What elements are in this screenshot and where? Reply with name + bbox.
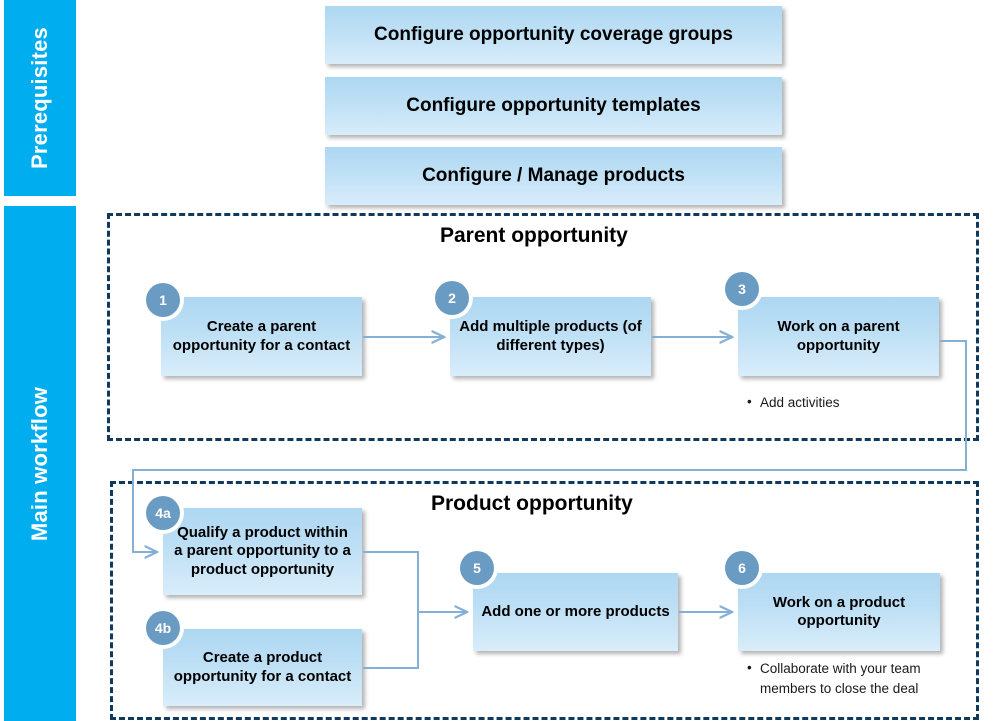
step-box-qualify-product[interactable]: Qualify a product within a parent opport… bbox=[163, 508, 362, 595]
step-label: Add multiple products (of different type… bbox=[459, 318, 642, 354]
band-prerequisites: Prerequisites bbox=[4, 0, 76, 196]
band-prerequisites-label: Prerequisites bbox=[27, 26, 53, 170]
prerequisite-label: Configure opportunity templates bbox=[406, 95, 701, 117]
prerequisite-box-opportunity-templates[interactable]: Configure opportunity templates bbox=[325, 77, 782, 135]
prerequisite-box-manage-products[interactable]: Configure / Manage products bbox=[325, 147, 782, 205]
step-label: Qualify a product within a parent opport… bbox=[174, 524, 351, 578]
prerequisite-box-coverage-groups[interactable]: Configure opportunity coverage groups bbox=[325, 6, 782, 64]
step-box-create-product-opportunity[interactable]: Create a product opportunity for a conta… bbox=[163, 629, 362, 706]
group-title-parent-opportunity: Parent opportunity bbox=[440, 224, 628, 247]
step-number-badge-3: 3 bbox=[725, 272, 759, 306]
step-number-badge-6: 6 bbox=[725, 551, 759, 585]
step-box-add-multiple-products[interactable]: Add multiple products (of different type… bbox=[450, 297, 651, 376]
step-number-badge-4b: 4b bbox=[146, 611, 180, 645]
step-label: Create a parent opportunity for a contac… bbox=[172, 318, 351, 354]
band-main-workflow-label: Main workflow bbox=[27, 386, 53, 541]
step-label: Work on a parent opportunity bbox=[777, 318, 900, 354]
prerequisite-label: Configure / Manage products bbox=[422, 165, 685, 187]
step-number-badge-5: 5 bbox=[460, 551, 494, 585]
step-number-badge-2: 2 bbox=[435, 281, 469, 315]
step-box-create-parent-opportunity[interactable]: Create a parent opportunity for a contac… bbox=[161, 297, 362, 376]
step-box-add-one-or-more-products[interactable]: Add one or more products bbox=[473, 573, 678, 651]
bullet-item: Collaborate with your team members to cl… bbox=[747, 658, 950, 698]
step-label: Create a product opportunity for a conta… bbox=[173, 649, 352, 685]
bullet-item: Add activities bbox=[747, 392, 945, 413]
band-main-workflow: Main workflow bbox=[4, 206, 76, 721]
step-number-badge-4a: 4a bbox=[146, 496, 180, 530]
step-number-badge-1: 1 bbox=[146, 283, 180, 317]
step-box-work-on-parent-opportunity[interactable]: Work on a parent opportunity bbox=[738, 297, 939, 376]
step-label: Add one or more products bbox=[481, 602, 670, 620]
step-label: Work on a product opportunity bbox=[772, 593, 906, 629]
bullet-list-step-3: Add activities bbox=[745, 392, 945, 413]
prerequisite-label: Configure opportunity coverage groups bbox=[374, 24, 733, 46]
step-box-work-on-product-opportunity[interactable]: Work on a product opportunity bbox=[738, 573, 940, 651]
bullet-list-step-6: Collaborate with your team members to cl… bbox=[745, 658, 950, 698]
group-title-product-opportunity: Product opportunity bbox=[431, 492, 633, 515]
